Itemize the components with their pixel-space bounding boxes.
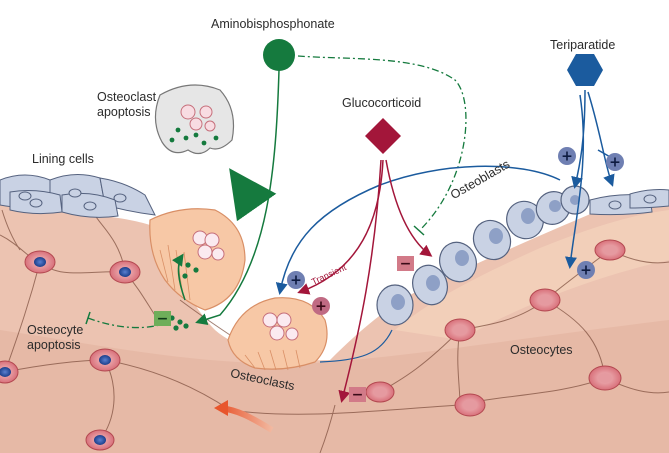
apoptosis-big-arrow <box>229 168 277 222</box>
label-glucocorticoid: Glucocorticoid <box>342 96 422 110</box>
osteocyte-cell <box>444 318 476 342</box>
label-osteocyte-apoptosis-line2: apoptosis <box>27 338 81 352</box>
svg-text:−: − <box>400 256 412 272</box>
svg-text:+: + <box>609 155 621 171</box>
osteocyte-cell <box>529 288 561 312</box>
osteocyte-cell <box>24 250 56 274</box>
osteoclast-bottom-curve <box>319 329 393 363</box>
osteocyte-cell <box>0 360 19 384</box>
osteocyte-cell <box>85 429 115 451</box>
bone-lower-layer <box>0 320 669 453</box>
glucocorticoid-arrow-osteoblast <box>385 159 433 257</box>
plus-badge-osteoclast: + <box>287 271 305 289</box>
label-aminobisphosphonate: Aminobisphosphonate <box>211 17 335 31</box>
label-teriparatide: Teriparatide <box>550 38 616 52</box>
svg-text:+: + <box>561 149 573 165</box>
svg-text:−: − <box>157 311 169 327</box>
plus-badge-transient: + <box>312 297 330 315</box>
osteocyte-cell <box>594 239 626 261</box>
osteoclast-apoptosis-arrow <box>172 253 186 301</box>
aminobisphosphonate-symbol <box>263 39 295 71</box>
osteocyte-cell <box>89 348 121 372</box>
apoptotic-osteoclast <box>154 84 235 155</box>
osteocyte-cell <box>109 260 141 284</box>
minus-badge-aminobisphosphonate: − <box>154 311 171 327</box>
dashed-inhibit-cap <box>413 225 425 236</box>
teriparatide-arrow-1 <box>571 89 586 189</box>
osteocyte-apoptosis-cap <box>85 311 91 325</box>
minus-badge-osteoblast: − <box>397 256 414 272</box>
osteocyte-cell <box>588 365 622 391</box>
glucocorticoid-symbol <box>365 118 401 154</box>
osteocytes <box>0 239 626 451</box>
label-osteocytes: Osteocytes <box>510 343 573 357</box>
label-osteoclast-apoptosis-line2: apoptosis <box>97 105 151 119</box>
osteocyte-cell <box>454 393 486 417</box>
svg-text:−: − <box>352 387 364 403</box>
teriparatide-arrow-3 <box>565 94 585 269</box>
teriparatide-arrow-2 <box>587 91 615 187</box>
plus-badge-lining: + <box>606 153 624 171</box>
aminobisphosphonate-dashed-link <box>297 55 467 231</box>
osteoclast-lower <box>227 297 328 371</box>
plus-badge-osteocyte: + <box>577 261 595 279</box>
lining-cells-right <box>589 189 669 216</box>
svg-text:+: + <box>290 273 302 289</box>
glucocorticoid-arrow-down <box>338 159 382 403</box>
resorption-arrowhead <box>214 400 228 416</box>
teriparatide-symbol <box>567 54 603 86</box>
plus-badge-teriparatide: + <box>558 147 576 165</box>
osteoblasts <box>376 185 590 326</box>
minus-badge-bottom: − <box>349 387 366 403</box>
svg-text:+: + <box>580 263 592 279</box>
svg-text:+: + <box>315 299 327 315</box>
osteocyte-cell <box>365 381 395 403</box>
label-lining-cells: Lining cells <box>32 152 94 166</box>
label-osteoclast-apoptosis-line1: Osteoclast <box>97 90 157 104</box>
label-osteocyte-apoptosis-line1: Osteocyte <box>27 323 84 337</box>
glucocorticoid-arrow-osteoclast <box>297 159 384 295</box>
lining-cells <box>0 174 156 218</box>
